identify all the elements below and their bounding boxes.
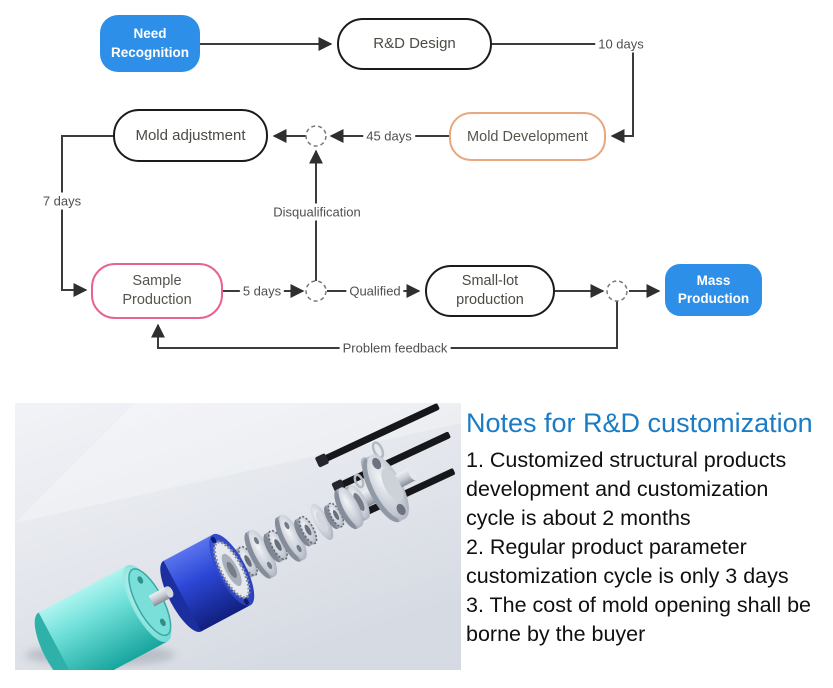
edge-label-5-days: 5 days: [239, 282, 285, 300]
notes-title: Notes for R&D customization: [466, 408, 813, 438]
gearbox-housing: [160, 533, 255, 632]
node-sample-production-label: Sample Production: [122, 273, 192, 308]
notes-block: Notes for R&D customization 1. Customize…: [466, 408, 816, 649]
note-item-3: 3. The cost of mold opening shall be bor…: [466, 593, 812, 646]
edge-label-problem-feedback: Problem feedback: [339, 339, 451, 357]
node-mold-adjustment-label: Mold adjustment: [135, 126, 246, 144]
node-mass-production: Mass Production: [665, 264, 762, 316]
node-small-lot-production: Small-lot production: [425, 265, 555, 317]
junction-circle-2: [305, 280, 327, 302]
node-mold-development-label: Mold Development: [467, 128, 588, 145]
node-need-recognition-label: Need Recognition: [111, 26, 189, 60]
background-sheen: [15, 403, 461, 523]
gear-motor-exploded-view-image: [15, 403, 461, 688]
note-item-2: 2. Regular product parameter customizati…: [466, 535, 789, 588]
node-need-recognition: Need Recognition: [100, 15, 200, 72]
edge-label-10-days: 10 days: [595, 35, 647, 53]
node-rd-design: R&D Design: [337, 18, 492, 70]
flange: [362, 454, 418, 523]
node-mold-adjustment: Mold adjustment: [113, 109, 268, 162]
motor-body: [34, 564, 174, 688]
edge-rd-to-molddev: [492, 43, 634, 143]
node-mold-development: Mold Development: [449, 112, 606, 161]
edge-moldadj-to-sample: [61, 135, 113, 297]
flowchart-connectors: [61, 37, 661, 349]
node-rd-design-label: R&D Design: [373, 35, 456, 53]
node-sample-production: Sample Production: [91, 263, 223, 319]
junction-circle-3: [606, 280, 628, 302]
gear-motor-illustration: [15, 403, 461, 688]
edge-label-qualified: Qualified: [346, 282, 404, 300]
node-mass-production-label: Mass Production: [677, 272, 750, 306]
gear-train: [233, 487, 364, 579]
edge-label-disqualification: Disqualification: [270, 203, 364, 221]
junction-circle-1: [305, 125, 327, 147]
edge-label-7-days: 7 days: [39, 192, 85, 210]
note-item-1: 1. Customized structural products develo…: [466, 448, 787, 530]
edge-label-45-days: 45 days: [363, 127, 415, 145]
node-small-lot-production-label: Small-lot production: [456, 273, 524, 308]
